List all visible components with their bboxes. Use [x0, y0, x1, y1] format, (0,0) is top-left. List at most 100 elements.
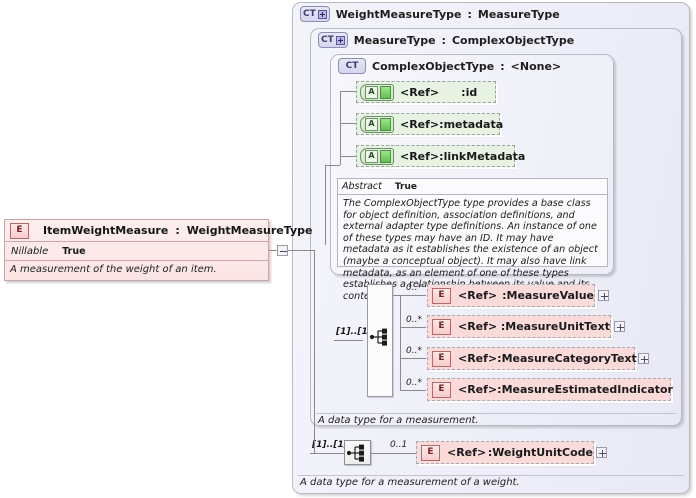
ct-badge-label: CT [345, 60, 359, 71]
attribute-name-id: id [465, 85, 478, 99]
element-icon: E [421, 444, 440, 461]
cardinality-measure-value: 0..* [406, 283, 422, 293]
sequence-glyph [346, 444, 364, 462]
element-row-weight-unit-code[interactable]: E <Ref> : WeightUnitCode [416, 441, 594, 464]
attribute-tree-stem [325, 165, 340, 166]
element-icon: E [10, 222, 29, 239]
attribute-tree-branch [340, 123, 356, 124]
attribute-icon: A [360, 147, 394, 165]
abstract-label: Abstract [342, 181, 382, 192]
attribute-tree-branch [340, 91, 356, 92]
attribute-ref-label: <Ref> [400, 149, 440, 163]
measure-branch [400, 390, 426, 391]
item-weight-measure-sep: : [175, 224, 180, 237]
element-sep: : [497, 383, 502, 396]
root-connector-line [269, 250, 277, 251]
element-sep: : [497, 352, 502, 365]
measure-type-name: MeasureType [353, 33, 436, 47]
attribute-name-metadata: metadata [443, 117, 504, 131]
complex-object-type-base: <None> [510, 59, 562, 73]
measure-branch [400, 327, 426, 328]
complex-type-icon: CT [338, 58, 366, 74]
a-badge-label: A [365, 85, 378, 99]
attribute-marker-icon [380, 149, 391, 163]
sequence-icon[interactable] [346, 443, 368, 463]
expand-measure-category-text-icon[interactable] [638, 353, 649, 364]
root-connector-line [314, 453, 322, 454]
weight-unit-connector [371, 453, 416, 454]
attribute-icon: A [360, 83, 394, 101]
nillable-row: Nillable True [5, 242, 268, 261]
attribute-tree-branch [340, 156, 356, 157]
plus-icon[interactable] [317, 9, 327, 19]
measure-type-header: CT MeasureType : ComplexObjectType [318, 32, 574, 48]
attribute-name-linkmetadata: linkMetadata [443, 149, 526, 163]
measure-branch [400, 295, 426, 296]
expand-measure-unit-text-icon[interactable] [614, 321, 625, 332]
measure-branch [400, 358, 426, 359]
element-ref-label: <Ref> [458, 320, 498, 333]
attribute-icon: A [360, 115, 394, 133]
cardinality-measure-estimated-indicator: 0..* [406, 378, 422, 388]
element-ref-label: <Ref> [458, 383, 498, 396]
element-row-measure-value[interactable]: E <Ref> : MeasureValue [427, 284, 595, 307]
complex-object-type-sep: : [500, 59, 505, 73]
attribute-sep: : [439, 149, 444, 163]
weight-measure-type-base: MeasureType [477, 7, 560, 21]
element-row-measure-estimated-indicator[interactable]: E <Ref> : MeasureEstimatedIndicator [427, 378, 673, 401]
expand-measure-value-icon[interactable] [598, 290, 609, 301]
attribute-row-metadata[interactable]: A <Ref> : metadata [356, 113, 503, 135]
complex-type-expand-icon[interactable]: CT [300, 6, 330, 22]
weight-measure-type-header: CT WeightMeasureType : MeasureType [300, 6, 560, 22]
element-name-measure-value: MeasureValue [506, 289, 595, 302]
attribute-row-id[interactable]: A <Ref> : id [356, 81, 496, 103]
attribute-row-linkmetadata[interactable]: A <Ref> : linkMetadata [356, 145, 525, 167]
item-weight-measure-documentation: A measurement of the weight of an item. [10, 264, 217, 275]
expand-weight-unit-code-icon[interactable] [596, 447, 607, 458]
element-row-measure-category-text[interactable]: E <Ref> : MeasureCategoryText [427, 347, 637, 370]
cardinality-weight-unit-code: 0..1 [390, 440, 408, 450]
attribute-ref-label: <Ref> [400, 85, 440, 99]
ct-badge-label: CT [303, 8, 316, 19]
a-badge-label: A [365, 149, 378, 163]
element-ref-label: <Ref> [447, 446, 487, 459]
item-weight-measure-type: WeightMeasureType [186, 224, 313, 237]
measure-branch-trunk [400, 295, 401, 390]
measure-type-cardinality-rule [334, 340, 363, 341]
element-icon: E [432, 318, 451, 335]
abstract-value: True [394, 181, 417, 192]
attribute-ref-label: <Ref> [400, 117, 440, 131]
element-name-measure-unit-text: MeasureUnitText [505, 320, 610, 333]
element-icon: E [432, 350, 451, 367]
element-name-weight-unit-code: WeightUnitCode [492, 446, 593, 459]
collapse-minus-icon[interactable] [277, 245, 288, 256]
element-row-measure-unit-text[interactable]: E <Ref> : MeasureUnitText [427, 315, 611, 338]
cardinality-measure-category-text: 0..* [406, 346, 422, 356]
complex-object-type-doc-panel: Abstract True The ComplexObjectType type… [337, 178, 608, 302]
weight-measure-type-cardinality-rule [310, 453, 344, 454]
item-weight-measure-name: ItemWeightMeasure [43, 224, 169, 237]
measure-branch [393, 295, 400, 296]
element-sep: : [500, 320, 506, 333]
weight-measure-type-documentation: A data type for a measurement of a weigh… [300, 477, 520, 488]
attribute-sep: : [439, 117, 444, 131]
root-connector-line [288, 250, 314, 251]
weight-measure-type-doc-rule [298, 475, 684, 476]
sequence-glyph [369, 328, 387, 346]
element-sep: : [502, 289, 507, 302]
element-ref-label: <Ref> [458, 289, 498, 302]
abstract-row: Abstract True [338, 179, 607, 195]
element-icon: E [432, 381, 451, 398]
item-weight-measure-title: E ItemWeightMeasure : WeightMeasureType [5, 220, 312, 242]
complex-type-expand-icon[interactable]: CT [318, 32, 348, 48]
sequence-icon[interactable] [369, 327, 391, 347]
attribute-marker-icon [380, 117, 391, 131]
plus-icon[interactable] [335, 35, 345, 45]
item-weight-measure-box[interactable]: E ItemWeightMeasure : WeightMeasureType … [4, 219, 312, 281]
weight-measure-type-cardinality: [1]..[1] [312, 440, 348, 450]
attribute-tree-trunk [340, 91, 341, 165]
element-name-measure-estimated-indicator: MeasureEstimatedIndicator [501, 383, 673, 396]
measure-type-doc-rule [316, 413, 676, 414]
weight-measure-type-sep: : [467, 7, 472, 21]
a-badge-label: A [365, 117, 378, 131]
